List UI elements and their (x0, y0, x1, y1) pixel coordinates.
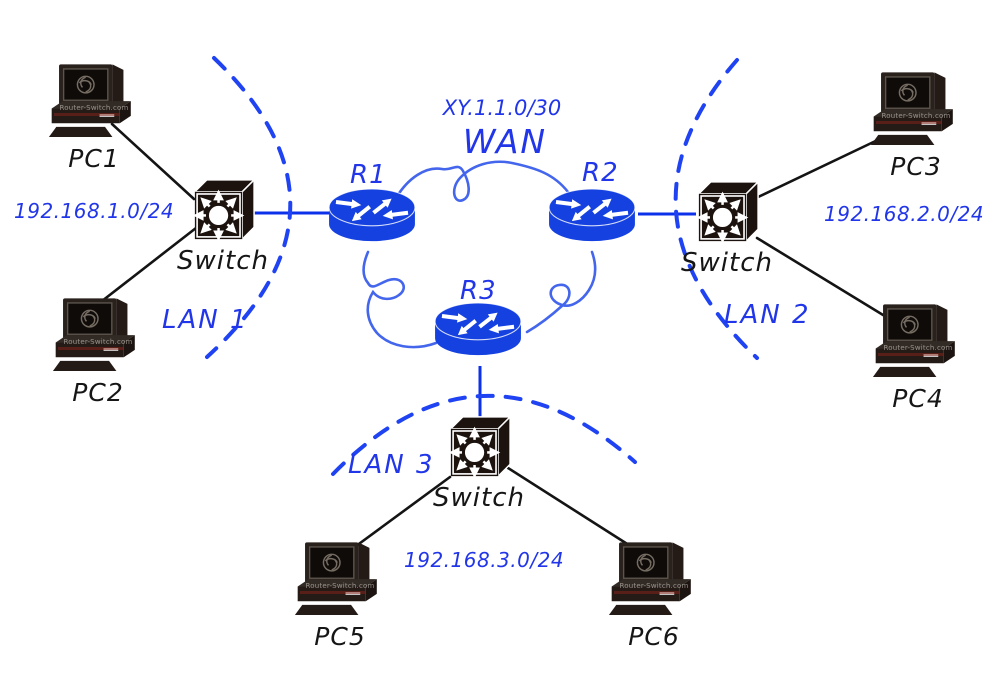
desktop-pc-icon (870, 68, 962, 154)
cable-switch1-pc2 (100, 226, 198, 303)
desktop-pc-icon (48, 60, 140, 146)
desktop-pc-icon (52, 294, 144, 380)
wan-subnet-label: XY.1.1.0/30 (442, 96, 562, 120)
switch-lan1: Switch (177, 174, 268, 276)
switch-lan1-label: Switch (177, 246, 269, 276)
router-r2 (546, 184, 638, 250)
lan1-boundary-arc (205, 56, 293, 359)
switch-lan3: Switch (433, 411, 524, 513)
cable-pc1-switch1 (110, 122, 196, 201)
pc1-label: PC1 (68, 144, 120, 173)
pc1: Router-Switch.com PC1 (48, 60, 140, 173)
lan1-subnet-label: 192.168.1.0/24 (14, 199, 175, 223)
pc4-label: PC4 (892, 384, 944, 413)
lan2-subnet-label: 192.168.2.0/24 (824, 202, 985, 226)
router-r1 (326, 184, 418, 250)
pc6: Router-Switch.com PC6 (608, 538, 700, 651)
switch-lan2: Switch (681, 176, 772, 278)
pc2: Router-Switch.com PC2 (52, 294, 144, 407)
lan1-name-label: LAN 1 (162, 305, 249, 335)
pc6-label: PC6 (628, 622, 680, 651)
lan3-boundary-arc (331, 394, 637, 476)
switch-icon (442, 411, 516, 485)
cable-switch3-pc5 (350, 475, 452, 551)
desktop-pc-icon (294, 538, 386, 624)
pc3: Router-Switch.com PC3 (870, 68, 962, 181)
cable-switch2-pc4 (755, 236, 890, 320)
wan-link-r2-r3 (525, 250, 597, 334)
router-r3 (432, 298, 524, 364)
wan-link-r1-r3 (362, 250, 438, 349)
desktop-pc-icon (608, 538, 700, 624)
router-icon (432, 298, 524, 364)
switch-lan2-label: Switch (681, 248, 773, 278)
router-icon (546, 184, 638, 250)
router-icon (326, 184, 418, 250)
lan3-subnet-label: 192.168.3.0/24 (404, 548, 565, 572)
switch-icon (690, 176, 764, 250)
desktop-pc-icon (872, 300, 964, 386)
router-r2-label: R2 (582, 158, 619, 188)
switch-icon (186, 174, 260, 248)
lan3-name-label: LAN 3 (348, 450, 435, 480)
cable-switch3-pc6 (506, 466, 634, 549)
wan-link-r1-r2 (394, 160, 570, 202)
cable-switch2-pc3 (754, 135, 886, 200)
lan2-name-label: LAN 2 (724, 300, 811, 330)
router-r1-label: R1 (350, 160, 387, 190)
pc5-label: PC5 (314, 622, 366, 651)
lan2-boundary-arc (673, 58, 759, 360)
wan-label: WAN (462, 122, 548, 161)
pc3-label: PC3 (890, 152, 942, 181)
pc2-label: PC2 (72, 378, 124, 407)
router-r3-label: R3 (460, 276, 497, 306)
pc4: Router-Switch.com PC4 (872, 300, 964, 413)
switch-lan3-label: Switch (433, 483, 525, 513)
pc5: Router-Switch.com PC5 (294, 538, 386, 651)
